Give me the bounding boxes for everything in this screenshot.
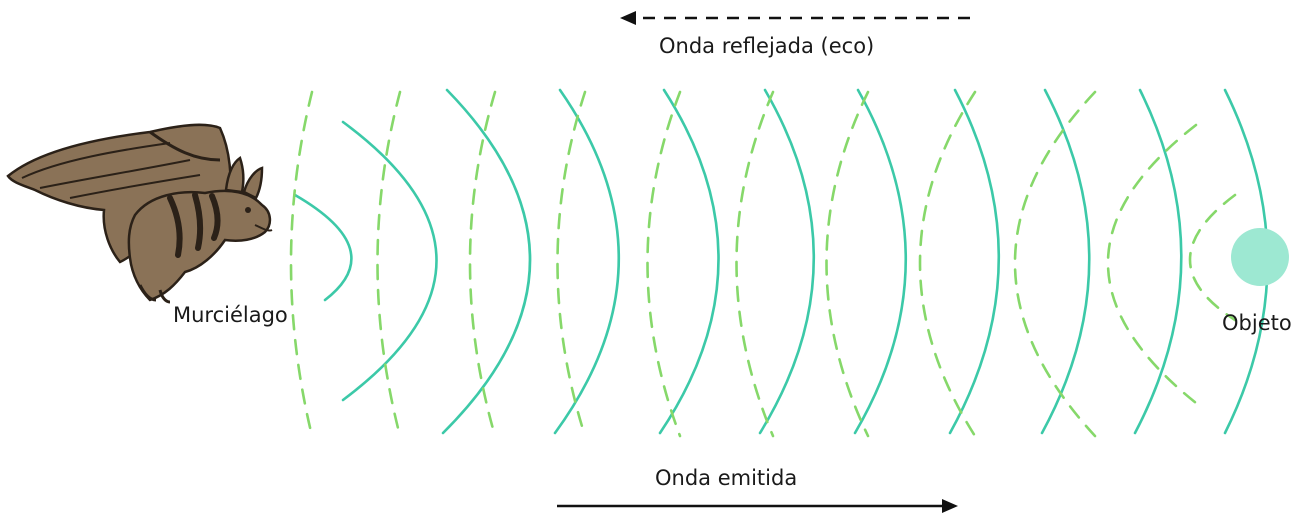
reflected-wave-2 [376,90,402,438]
bat-label: Murciélago [173,303,288,327]
object-circle [1231,228,1289,286]
emitted-wave-10 [1133,88,1183,435]
bat-icon [6,123,273,304]
reflected-wave-9 [1013,90,1097,438]
emitted-wave-6 [758,88,816,435]
emitted-wave-1 [293,193,353,302]
reflected-wave-7 [825,90,870,438]
reflected-wave-1 [289,90,314,438]
reflected-wave-4 [556,90,587,438]
reflected-wave-11 [1188,193,1237,322]
reflected-wave-10 [1106,123,1198,405]
emitted-wave-label: Onda emitida [655,466,798,490]
emitted-wave-5 [658,88,720,435]
emitted-wave-4 [553,88,621,435]
reflected-wave-8 [918,90,977,438]
emitted-wave-7 [853,88,908,435]
emitted-wave-9 [1040,88,1091,435]
reflected-wave-5 [646,90,682,438]
object-label: Objeto [1222,311,1292,335]
reflected-wave-label: Onda reflejada (eco) [659,34,875,58]
reflected-wave-6 [735,90,775,438]
reflected-waves [289,90,1237,438]
emitted-wave-2 [341,120,438,402]
emitted-wave-3 [441,88,532,435]
reflected-wave-3 [468,90,497,438]
emitted-waves [293,88,1269,435]
reflected-wave-arrow [620,11,970,25]
emitted-wave-arrow [557,499,958,513]
emitted-wave-8 [948,88,1001,435]
